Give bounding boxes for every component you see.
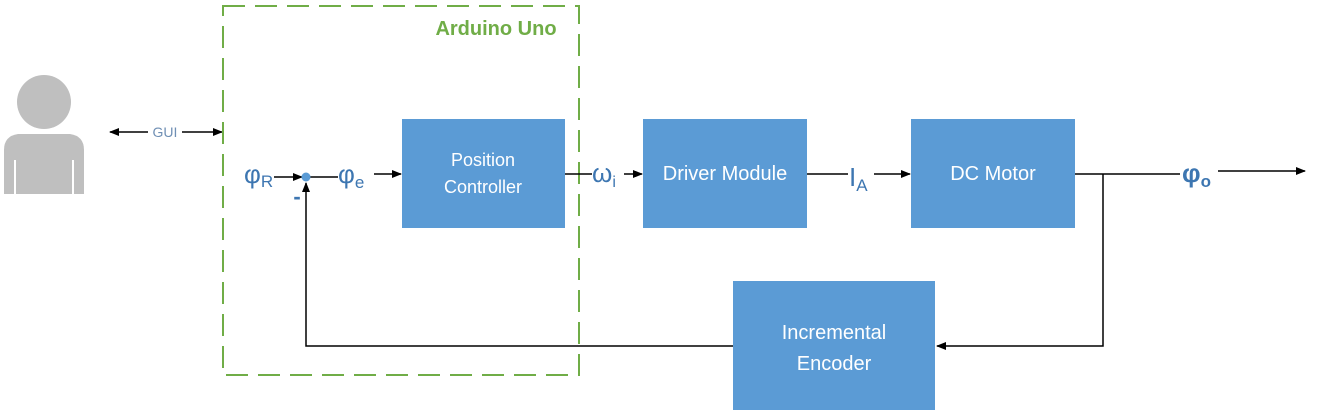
- position-controller-block: [402, 119, 565, 228]
- omega-i-signal: ωi: [592, 158, 616, 191]
- driver-module-label: Driver Module: [663, 163, 787, 185]
- arduino-uno-region: [222, 5, 580, 376]
- incremental-encoder-block: [733, 281, 935, 410]
- incremental-encoder-label-line1: Incremental: [782, 322, 887, 344]
- feedback-path: [302, 174, 1104, 350]
- position-controller-label-line2: Controller: [444, 177, 522, 197]
- i-a-signal: IA: [849, 162, 868, 195]
- phi-e-signal: φe: [338, 159, 364, 192]
- driver-module-block: [643, 119, 807, 228]
- forward-path: [274, 167, 1306, 181]
- minus-sign: -: [293, 184, 300, 209]
- user-icon: [4, 75, 84, 194]
- arduino-uno-label: Arduino Uno: [435, 18, 556, 40]
- dc-motor-label: DC Motor: [950, 163, 1036, 185]
- summing-junction: [301, 172, 311, 182]
- dc-motor-block: [911, 119, 1075, 228]
- gui-label: GUI: [153, 124, 178, 140]
- gui-link: GUI: [109, 124, 223, 140]
- phi-o-signal: φo: [1182, 158, 1211, 191]
- incremental-encoder-label-line2: Encoder: [797, 353, 872, 375]
- phi-r-signal: φR: [244, 159, 273, 191]
- position-controller-label-line1: Position: [451, 150, 515, 170]
